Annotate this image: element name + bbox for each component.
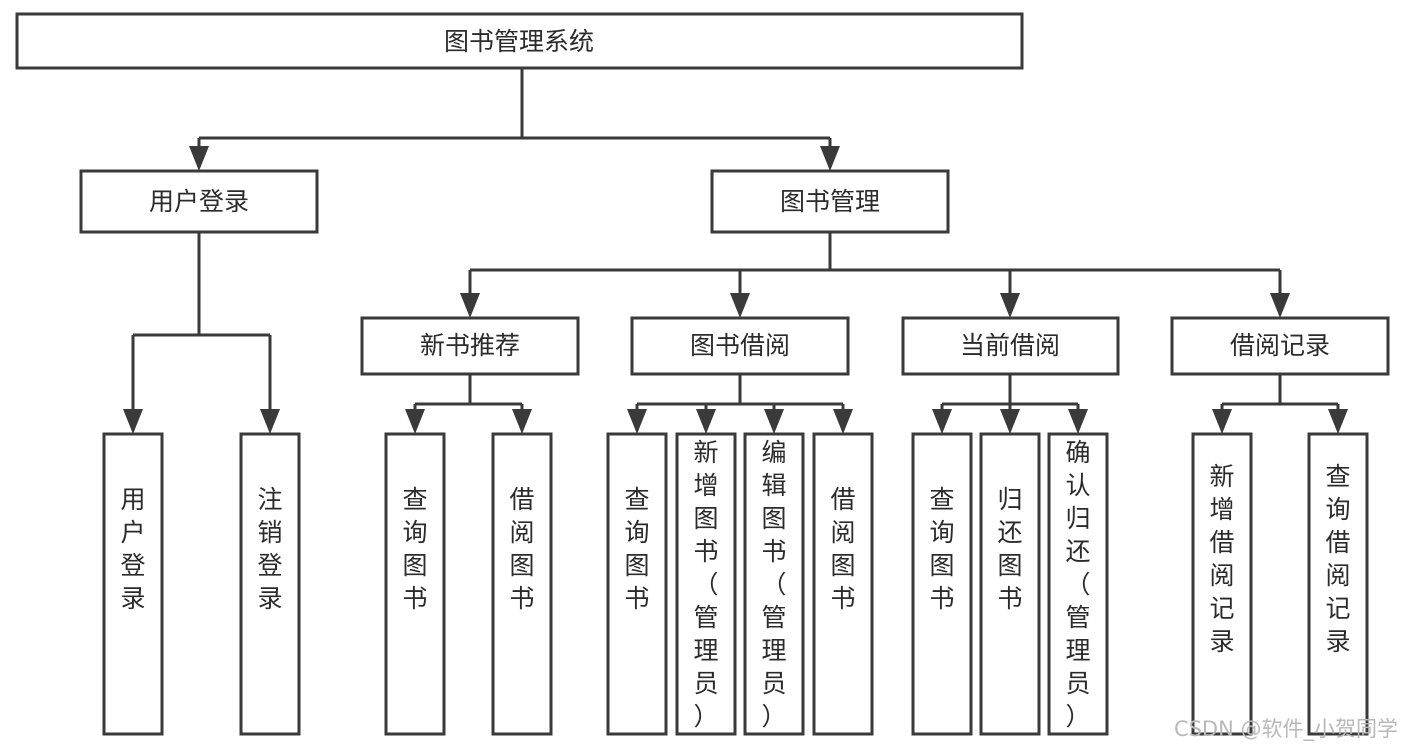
arrow-head-book-borrow	[730, 293, 750, 318]
node-leaf-query-book-2[interactable]: 查询图书	[606, 432, 668, 736]
node-user-login-box[interactable]	[79, 169, 319, 234]
node-leaf-user-logout-label: 注销登录	[257, 485, 282, 613]
node-leaf-add-book[interactable]: 新增图书（管理员）	[675, 432, 737, 736]
node-book-management-box[interactable]	[710, 169, 950, 234]
node-leaf-edit-book-box[interactable]	[743, 432, 805, 736]
node-new-book-recommend[interactable]: 新书推荐	[360, 316, 580, 376]
node-new-book-recommend-box[interactable]	[360, 316, 580, 376]
node-user-login[interactable]: 用户登录	[79, 169, 319, 234]
arrow-head-leaf-user-login	[123, 409, 143, 434]
arrow-head-leaf-query-book-3	[932, 409, 952, 434]
node-leaf-borrow-book-1[interactable]: 借阅图书	[491, 432, 553, 736]
arrow-head-leaf-user-logout	[260, 409, 280, 434]
node-leaf-borrow-book-2-box[interactable]	[812, 432, 874, 736]
node-leaf-user-logout-box[interactable]	[239, 432, 301, 736]
node-leaf-confirm-return-box[interactable]	[1047, 432, 1109, 736]
arrow-head-new-book-recommend	[460, 293, 480, 318]
node-leaf-query-book-1-box[interactable]	[384, 432, 446, 736]
node-leaf-query-book-1[interactable]: 查询图书	[384, 432, 446, 736]
node-leaf-query-book-1-label: 查询图书	[402, 485, 427, 613]
node-current-borrow-label: 当前借阅	[960, 331, 1060, 360]
node-leaf-add-record[interactable]: 新增借阅记录	[1191, 432, 1253, 736]
node-leaf-borrow-book-1-label: 借阅图书	[509, 485, 534, 613]
node-root-box[interactable]	[15, 12, 1024, 70]
node-leaf-query-record[interactable]: 查询借阅记录	[1307, 432, 1369, 736]
node-leaf-user-login[interactable]: 用户登录	[102, 432, 164, 736]
connector-group-book-management	[460, 232, 1290, 318]
node-book-borrow[interactable]: 图书借阅	[630, 316, 850, 376]
node-current-borrow[interactable]: 当前借阅	[901, 316, 1120, 376]
arrow-head-leaf-query-record	[1328, 409, 1348, 434]
node-leaf-query-book-3[interactable]: 查询图书	[911, 432, 973, 736]
node-leaf-user-login-box[interactable]	[102, 432, 164, 736]
node-book-management[interactable]: 图书管理	[710, 169, 950, 234]
node-leaf-query-record-label: 查询借阅记录	[1325, 462, 1350, 656]
arrow-head-user-login	[189, 146, 209, 171]
connector-group-user-login	[123, 232, 280, 434]
connector-group-root	[189, 68, 840, 171]
node-leaf-add-record-label: 新增借阅记录	[1209, 462, 1234, 656]
node-leaf-borrow-book-2[interactable]: 借阅图书	[812, 432, 874, 736]
node-leaf-borrow-book-1-box[interactable]	[491, 432, 553, 736]
node-leaf-query-book-3-label: 查询图书	[929, 485, 954, 613]
node-leaf-edit-book-label: 编辑图书（管理员）	[761, 438, 786, 731]
node-leaf-return-book-label: 归还图书	[997, 485, 1022, 613]
node-leaf-add-record-box[interactable]	[1191, 432, 1253, 736]
node-leaf-user-login-label: 用户登录	[120, 485, 145, 613]
node-leaf-query-record-box[interactable]	[1307, 432, 1369, 736]
node-borrow-record-box[interactable]	[1170, 316, 1390, 376]
node-borrow-record-label: 借阅记录	[1230, 331, 1330, 360]
csdn-watermark: CSDN @软件_小贺同学	[1174, 717, 1398, 742]
node-book-borrow-box[interactable]	[630, 316, 850, 376]
arrow-head-leaf-borrow-book-1	[512, 409, 532, 434]
arrow-head-leaf-query-book-2	[627, 409, 647, 434]
arrow-head-leaf-add-book	[696, 409, 716, 434]
arrow-head-borrow-record	[1270, 293, 1290, 318]
node-leaf-return-book-box[interactable]	[979, 432, 1041, 736]
node-leaf-query-book-2-label: 查询图书	[624, 485, 649, 613]
arrow-head-leaf-confirm-return	[1068, 409, 1088, 434]
node-leaf-add-book-label: 新增图书（管理员）	[693, 438, 718, 731]
arrow-head-current-borrow	[1000, 293, 1020, 318]
connector-group-book-borrow	[627, 374, 853, 434]
arrow-head-book-management	[820, 146, 840, 171]
connector-group-new-book-recommend	[405, 374, 532, 434]
node-leaf-query-book-3-box[interactable]	[911, 432, 973, 736]
node-leaf-edit-book[interactable]: 编辑图书（管理员）	[743, 432, 805, 736]
node-root-label: 图书管理系统	[444, 27, 594, 56]
node-new-book-recommend-label: 新书推荐	[420, 331, 520, 360]
arrow-head-leaf-query-book-1	[405, 409, 425, 434]
connector-group-current-borrow	[932, 374, 1088, 434]
node-leaf-borrow-book-2-label: 借阅图书	[830, 485, 855, 613]
arrow-head-leaf-borrow-book-2	[833, 409, 853, 434]
arrow-head-leaf-add-record	[1212, 409, 1232, 434]
node-leaf-confirm-return[interactable]: 确认归还（管理员）	[1047, 432, 1109, 736]
node-leaf-query-book-2-box[interactable]	[606, 432, 668, 736]
node-book-management-label: 图书管理	[780, 187, 880, 216]
node-user-login-label: 用户登录	[149, 187, 249, 216]
node-current-borrow-box[interactable]	[901, 316, 1120, 376]
node-borrow-record[interactable]: 借阅记录	[1170, 316, 1390, 376]
node-leaf-add-book-box[interactable]	[675, 432, 737, 736]
node-leaf-confirm-return-label: 确认归还（管理员）	[1065, 438, 1090, 731]
node-root[interactable]: 图书管理系统	[15, 12, 1024, 70]
node-book-borrow-label: 图书借阅	[690, 331, 790, 360]
arrow-head-leaf-edit-book	[764, 409, 784, 434]
node-leaf-return-book[interactable]: 归还图书	[979, 432, 1041, 736]
arrow-head-leaf-return-book	[1000, 409, 1020, 434]
node-leaf-user-logout[interactable]: 注销登录	[239, 432, 301, 736]
connector-group-borrow-record	[1212, 374, 1348, 434]
